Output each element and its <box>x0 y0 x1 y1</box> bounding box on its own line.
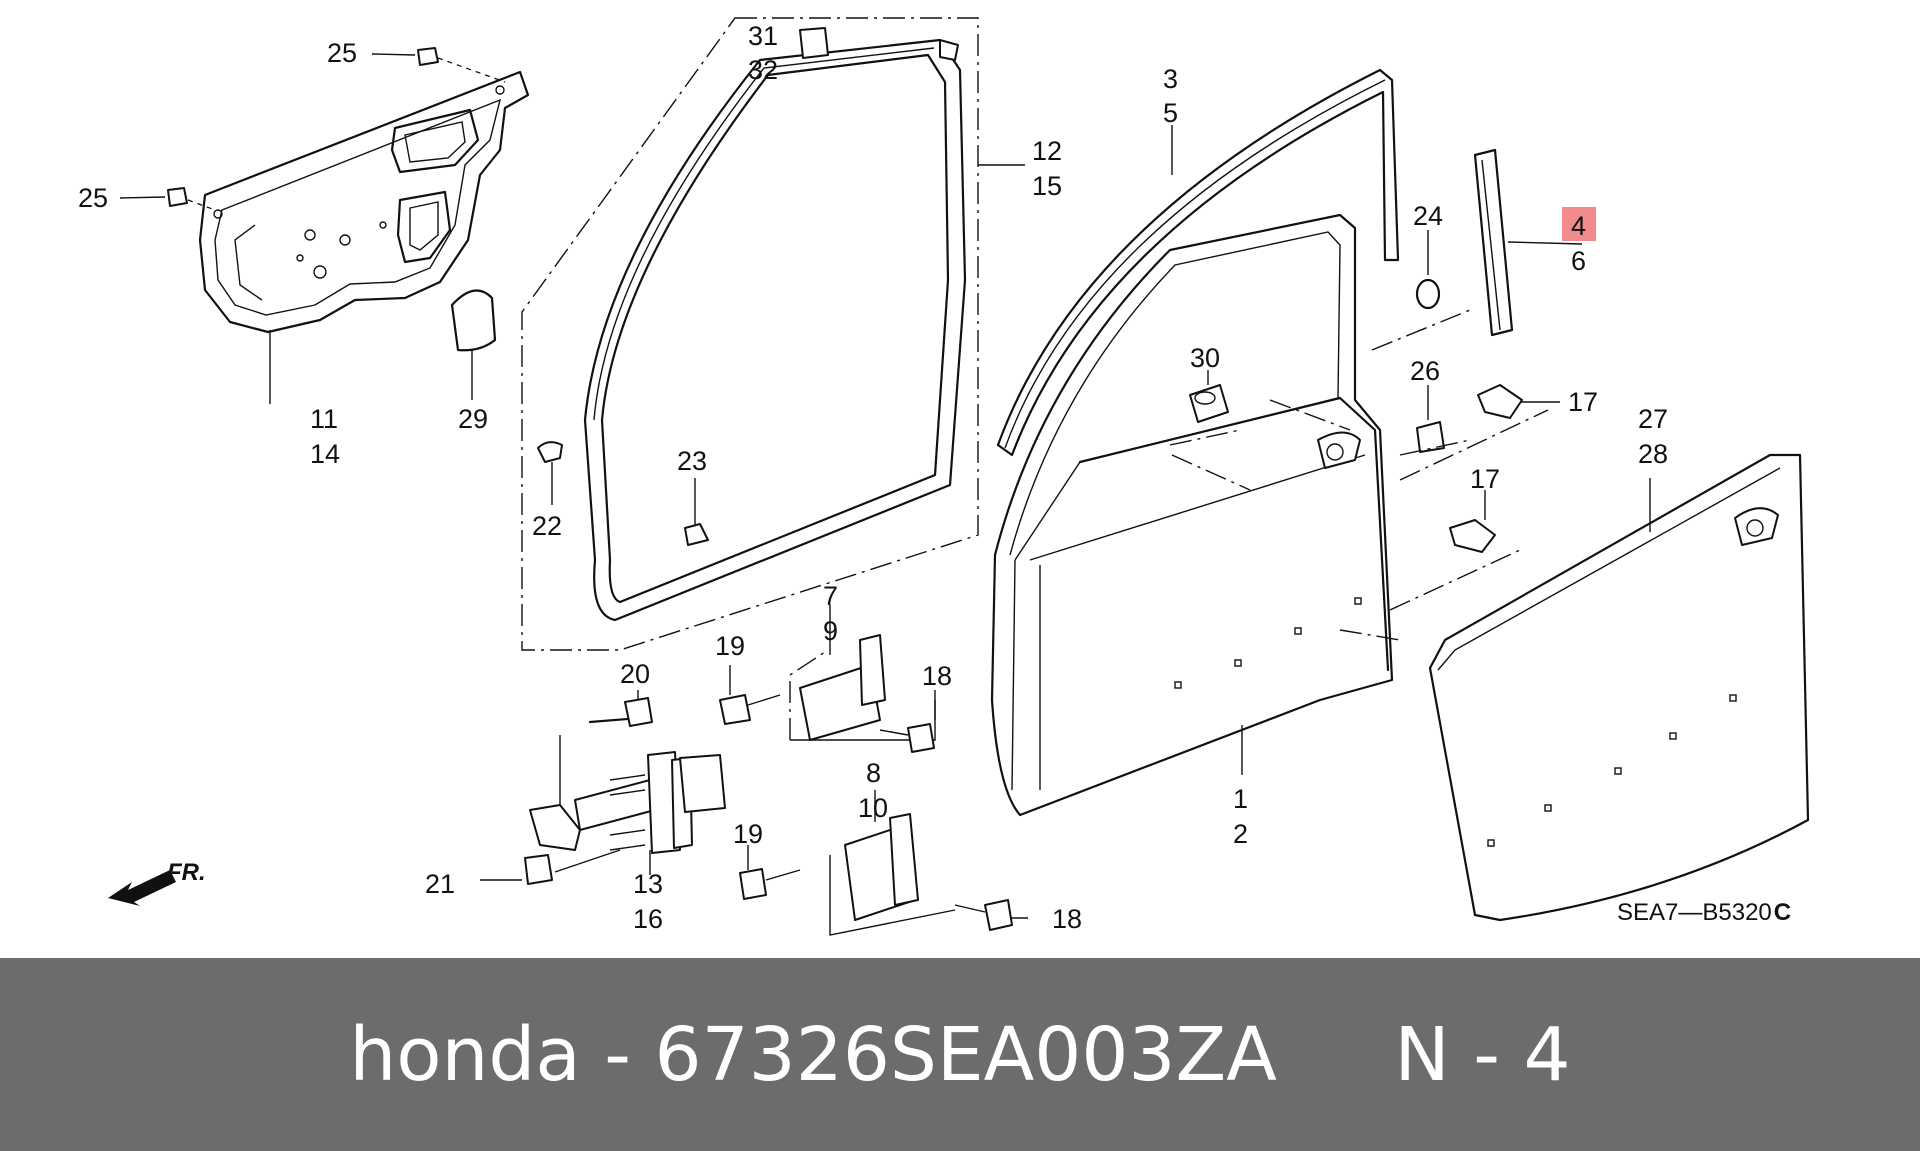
stopper-17-upper <box>1399 384 1560 481</box>
plug-24 <box>1371 230 1471 351</box>
fr-label: FR. <box>167 859 206 886</box>
label-16: 16 <box>633 904 663 934</box>
label-12: 12 <box>1032 136 1062 166</box>
label-9: 9 <box>823 616 838 646</box>
label-20: 20 <box>620 659 650 689</box>
label-1: 1 <box>1233 784 1248 814</box>
clip-23 <box>684 478 709 546</box>
door-checker <box>480 690 726 885</box>
label-11: 11 <box>310 404 338 434</box>
door-inner-panel <box>198 70 530 404</box>
label-27: 27 <box>1638 404 1668 434</box>
label-28: 28 <box>1638 439 1668 469</box>
door-sash-garnish <box>1473 148 1583 337</box>
label-23: 23 <box>677 446 707 476</box>
label-21: 21 <box>425 869 455 899</box>
grommet-26 <box>1399 385 1471 456</box>
label-25-left: 25 <box>78 183 108 213</box>
label-6: 6 <box>1571 246 1586 276</box>
label-22: 22 <box>532 511 562 541</box>
caption-bar: honda - 67326SEA003ZA N - 4 <box>0 958 1920 1151</box>
window-run-channel <box>996 68 1400 457</box>
label-8: 8 <box>866 758 881 788</box>
seal-29 <box>450 289 497 400</box>
hinge-lower <box>739 790 1028 936</box>
label-13: 13 <box>633 869 663 899</box>
label-18-upper: 18 <box>922 661 952 691</box>
label-17-lower: 17 <box>1470 464 1500 494</box>
stopper-17-lower <box>1389 490 1521 611</box>
label-15: 15 <box>1032 171 1062 201</box>
label-32: 32 <box>748 55 778 85</box>
clip-22 <box>537 441 563 505</box>
label-31: 31 <box>748 21 778 51</box>
clip-25-upper <box>371 47 506 83</box>
parts-diagram: FR. 25 25 11 14 29 31 32 12 15 22 23 3 5… <box>78 17 1810 936</box>
label-19-lower: 19 <box>733 819 763 849</box>
label-29: 29 <box>458 404 488 434</box>
label-17-upper: 17 <box>1568 387 1598 417</box>
door-weatherstrip <box>521 17 1025 651</box>
label-30: 30 <box>1190 343 1220 373</box>
label-5: 5 <box>1163 98 1178 128</box>
label-18-lower: 18 <box>1052 904 1082 934</box>
front-door <box>990 213 1401 817</box>
label-2: 2 <box>1233 819 1248 849</box>
label-25-upper: 25 <box>327 38 357 68</box>
hinge-upper <box>719 605 936 753</box>
label-14: 14 <box>310 439 340 469</box>
caption-text: honda - 67326SEA003ZA N - 4 <box>349 1011 1571 1098</box>
label-3: 3 <box>1163 64 1178 94</box>
grommet-30 <box>1169 370 1241 446</box>
door-outer-skin <box>1428 453 1810 922</box>
label-26: 26 <box>1410 356 1440 386</box>
front-direction-marker: FR. <box>108 859 206 906</box>
label-4: 4 <box>1571 211 1586 241</box>
label-highlight <box>1562 207 1596 241</box>
diagram-code: SEA7—B5320C <box>1617 899 1791 926</box>
label-19-upper: 19 <box>715 631 745 661</box>
label-7: 7 <box>823 581 838 611</box>
clip-25-left <box>119 187 216 211</box>
label-10: 10 <box>858 793 888 823</box>
label-24: 24 <box>1413 201 1443 231</box>
